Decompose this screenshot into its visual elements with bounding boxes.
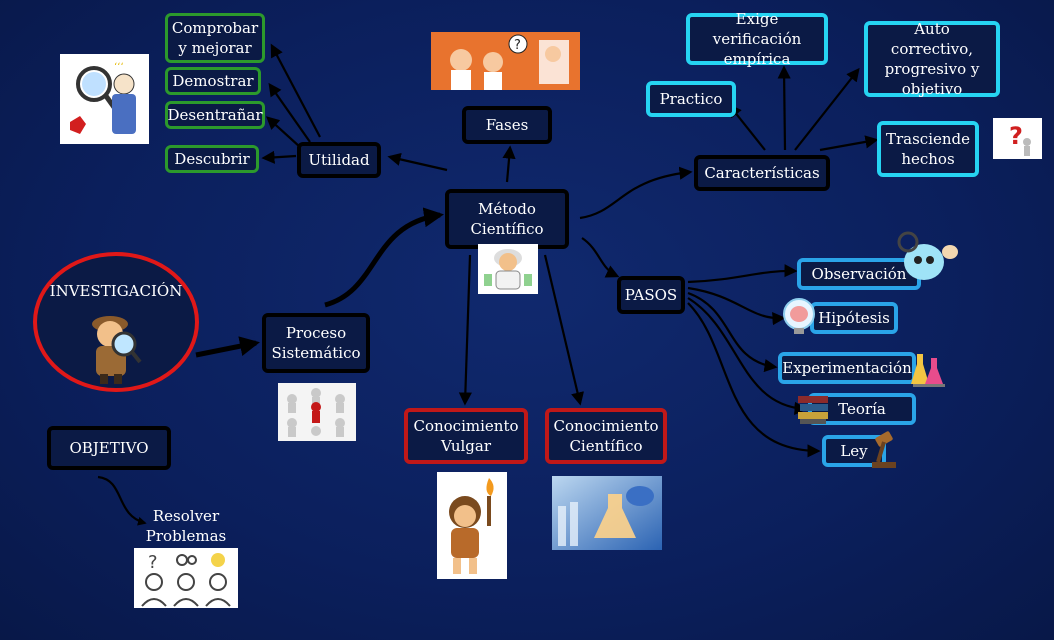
fases-node: Fases xyxy=(462,106,552,144)
lab-flask-icon xyxy=(552,476,662,550)
cientifico-node: Conocimiento Científico xyxy=(545,408,667,464)
desentranar-node: Desentrañar xyxy=(165,101,265,129)
auto-node: Auto correctivo, progresivo y objetivo xyxy=(864,20,1000,98)
svg-text:ʻʻʻ: ʻʻʻ xyxy=(114,62,124,73)
caracteristicas-node: Características xyxy=(694,155,830,191)
pasos-node: PASOS xyxy=(617,276,685,314)
svg-text:?: ? xyxy=(1009,122,1023,150)
hipotesis-node: Hipótesis xyxy=(810,302,898,334)
ley-node: Ley xyxy=(822,435,886,467)
utilidad-node: Utilidad xyxy=(297,142,381,178)
gavel-icon xyxy=(868,430,900,470)
svg-text:?: ? xyxy=(148,552,158,573)
flasks-icon xyxy=(911,350,947,388)
thinking-people-icon: ? xyxy=(134,548,238,608)
resolver-label: Resolver Problemas xyxy=(145,507,227,546)
books-icon xyxy=(796,392,832,426)
metodo-node: Método Científico xyxy=(445,189,569,249)
demostrar-node: Demostrar xyxy=(165,67,261,95)
detective-icon xyxy=(80,310,144,386)
vulgar-node: Conocimiento Vulgar xyxy=(404,408,528,464)
experimentacion-node: Experimentación xyxy=(778,352,916,384)
comic-question-icon: ? xyxy=(431,32,580,90)
investigacion-label: INVESTIGACIÓN xyxy=(49,282,183,300)
scientist-icon xyxy=(478,244,538,294)
observation-icon xyxy=(890,230,958,284)
exige-node: Exige verificación empírica xyxy=(686,10,828,68)
magnifier-man-icon: ʻʻʻ xyxy=(60,54,149,144)
question-mark-icon: ? xyxy=(993,118,1042,159)
svg-text:?: ? xyxy=(514,38,521,53)
caveman-torch-icon xyxy=(437,472,507,579)
proceso-node: Proceso Sistemático xyxy=(262,313,370,373)
practico-node: Practico xyxy=(646,81,736,117)
brain-icon xyxy=(782,296,816,336)
network-people-icon xyxy=(278,383,356,441)
observacion-node: Observación xyxy=(797,258,921,290)
comprobar-node: Comprobar y mejorar xyxy=(165,13,265,63)
descubrir-node: Descubrir xyxy=(165,145,259,173)
objetivo-node: OBJETIVO xyxy=(47,426,171,470)
trasciende-node: Trasciende hechos xyxy=(877,121,979,177)
